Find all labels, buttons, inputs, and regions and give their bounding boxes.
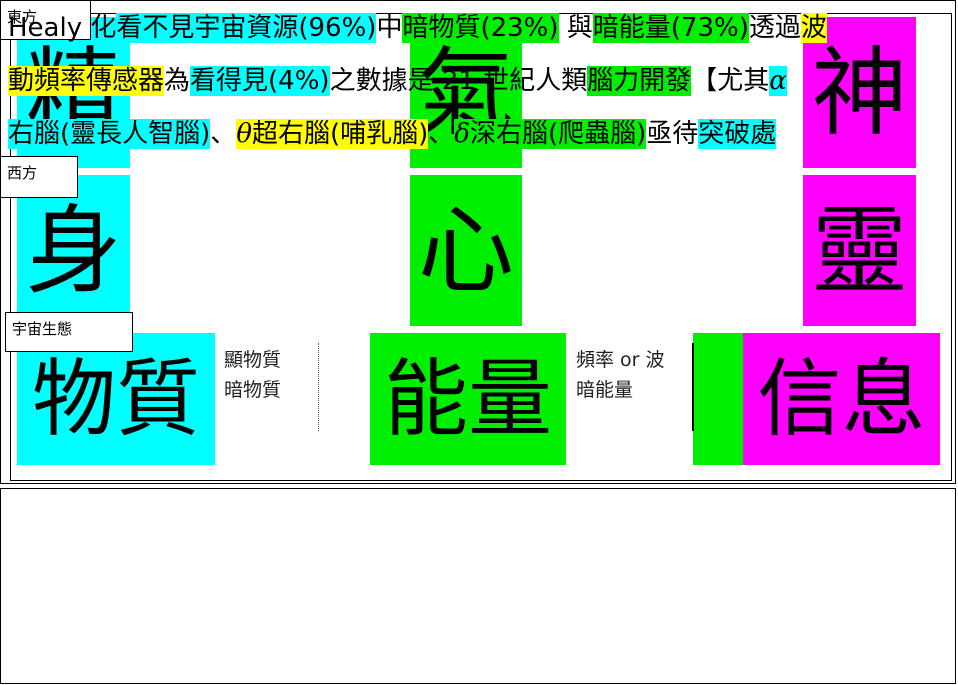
char-body: 身 [25, 194, 122, 307]
paragraph-line-3: 右腦(靈長人智腦)、θ超右腦(哺乳腦)、δ深右腦(爬蟲腦)亟待突破處 [8, 108, 952, 161]
text-segment: 中 [376, 13, 403, 43]
divider-dotted [318, 343, 319, 431]
label-cosmos: 宇宙生態 [5, 312, 133, 352]
highlight-right-brain: 右腦(靈長人智腦) [8, 119, 211, 149]
label-cosmos-text: 宇宙生態 [12, 320, 73, 338]
highlight-dark-matter: 暗物質(23%) [402, 13, 559, 43]
divider-solid [692, 343, 694, 431]
diagram-frame [0, 0, 956, 484]
text-segment: 之數據 [329, 66, 408, 96]
char-shen: 神 [811, 36, 908, 149]
word-energy: 能量 [383, 350, 552, 448]
energy-note-2: 暗能量 [576, 379, 634, 401]
highlight-wave: 波 [800, 13, 827, 43]
energy-note-1: 頻率 or 波 [576, 349, 665, 371]
highlight-theta: θ [236, 119, 252, 149]
text-segment: 、 [210, 119, 237, 149]
highlight-deep-right-brain: 深右腦(爬蟲腦) [469, 119, 647, 149]
highlight-invisible-resources: 看不見宇宙資源(96%) [116, 13, 377, 43]
highlight-dark-energy: 暗能量(73%) [592, 13, 749, 43]
block-heart: 心 [410, 175, 522, 326]
block-matter: 物質 [17, 333, 215, 465]
highlight-breakthrough: 突破處 [698, 119, 777, 149]
label-east-text: 東方 [7, 8, 38, 26]
highlight-visible: 看得見(4%) [190, 66, 330, 96]
block-energy: 能量 [370, 333, 566, 465]
char-heart: 心 [418, 194, 514, 307]
label-east: 東方 [0, 0, 91, 40]
text-segment: 與 [558, 13, 593, 43]
word-matter: 物質 [31, 350, 200, 448]
block-body: 身 [17, 175, 130, 326]
label-west: 西方 [0, 156, 78, 198]
block-info: 信息 [743, 333, 940, 465]
word-info: 信息 [757, 350, 926, 448]
text-frame [0, 488, 956, 684]
text-segment: Healy 化 [8, 13, 117, 43]
highlight-super-right-brain: 超右腦(哺乳腦) [251, 119, 429, 149]
block-info-green-edge [693, 333, 743, 465]
matter-note-1: 顯物質 [224, 349, 282, 371]
highlight-brain-development: 腦力開發 [587, 66, 692, 96]
paragraph: Healy 化看不見宇宙資源(96%)中暗物質(23%) 與暗能量(73%)透過… [8, 2, 952, 161]
text-segment: 透過 [748, 13, 801, 43]
matter-note-2: 暗物質 [224, 379, 282, 401]
highlight-frequency-sensor: 動頻率傳感器 [8, 66, 165, 96]
text-segment: 、 [428, 119, 455, 149]
text-segment: 亟待 [646, 119, 699, 149]
highlight-alpha: α [769, 66, 787, 96]
text-segment: 是 21 世紀人類 [407, 66, 588, 96]
label-west-text: 西方 [7, 164, 38, 182]
highlight-delta: δ [454, 119, 470, 149]
text-segment: 【尤其 [691, 66, 770, 96]
paragraph-line-1: Healy 化看不見宇宙資源(96%)中暗物質(23%) 與暗能量(73%)透過… [8, 2, 952, 55]
char-spirit: 靈 [811, 194, 908, 307]
text-segment: 為 [164, 66, 191, 96]
block-spirit: 靈 [803, 175, 916, 326]
paragraph-line-2: 動頻率傳感器為看得見(4%)之數據是 21 世紀人類腦力開發【尤其α [8, 55, 952, 108]
